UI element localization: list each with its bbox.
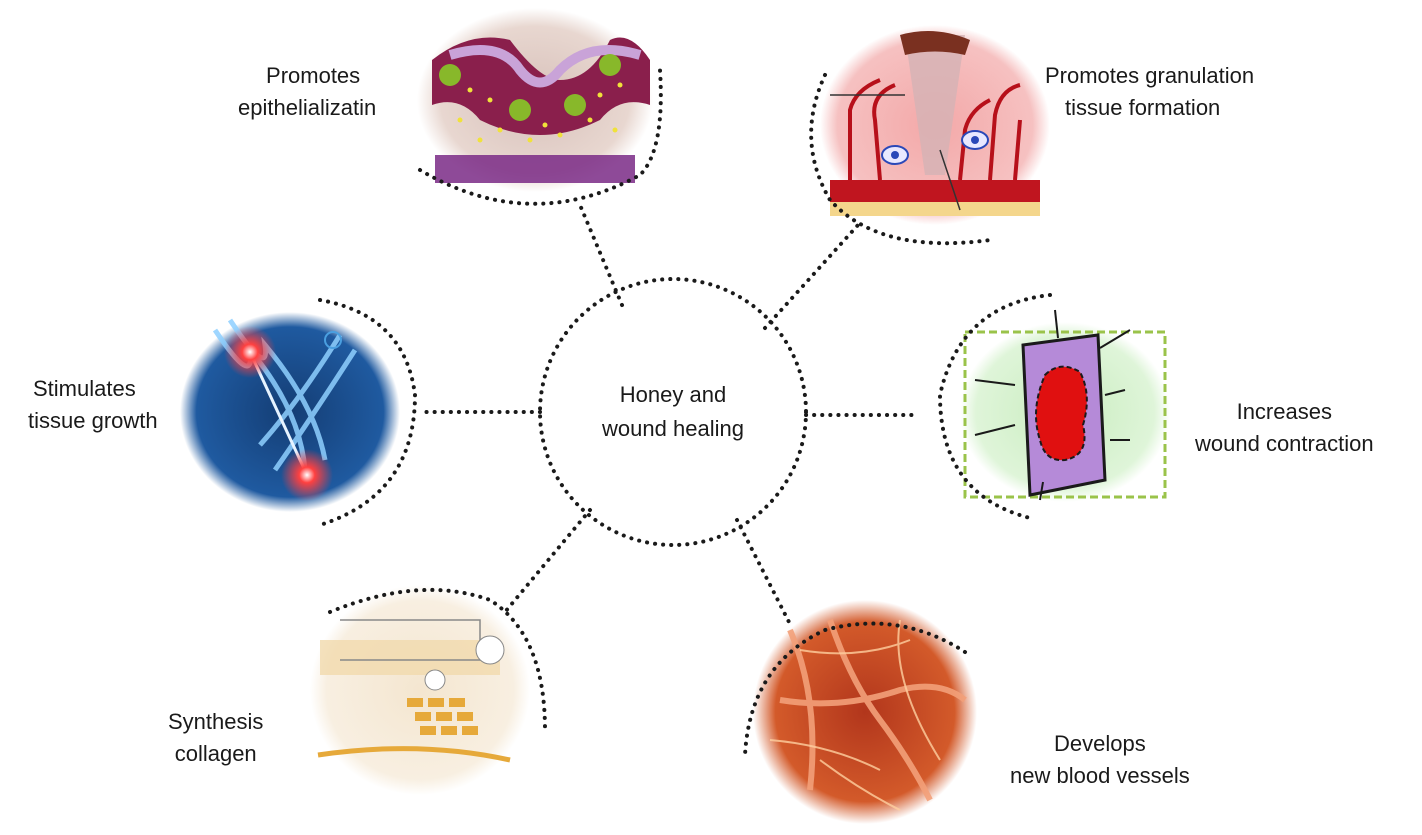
label-granulation-line2: tissue formation xyxy=(1065,92,1254,124)
center-label-line2: wound healing xyxy=(573,412,773,446)
label-collagen-line2: collagen xyxy=(168,738,263,770)
label-blood-vessels: Develops new blood vessels xyxy=(1010,728,1190,792)
label-tissue-growth-line1: Stimulates xyxy=(33,373,158,405)
collagen-image xyxy=(310,585,530,795)
granulation-image xyxy=(820,25,1050,225)
label-contraction: Increases wound contraction xyxy=(1195,396,1374,460)
label-epithelialization-line1: Promotes xyxy=(250,60,376,92)
label-tissue-growth: Stimulates tissue growth xyxy=(28,373,158,437)
label-epithelialization: Promotes epithelializatin xyxy=(250,60,376,124)
connector-epithelialization xyxy=(580,205,622,305)
connector-blood-vessels xyxy=(737,520,790,624)
contraction-image xyxy=(960,310,1170,502)
epithelialization-image xyxy=(417,8,653,192)
label-tissue-growth-line2: tissue growth xyxy=(28,405,158,437)
label-blood-vessels-line2: new blood vessels xyxy=(1010,760,1190,792)
label-collagen-line1: Synthesis xyxy=(168,706,263,738)
connector-collagen xyxy=(505,510,590,612)
connector-granulation xyxy=(765,225,858,328)
center-label: Honey and wound healing xyxy=(573,378,773,446)
label-contraction-line1: Increases xyxy=(1195,396,1374,428)
label-epithelialization-line2: epithelializatin xyxy=(238,92,376,124)
blood-vessels-image xyxy=(753,600,977,824)
label-blood-vessels-line1: Develops xyxy=(1010,728,1190,760)
center-label-line1: Honey and xyxy=(573,378,773,412)
tissue-growth-image xyxy=(180,312,400,512)
label-contraction-line2: wound contraction xyxy=(1195,428,1374,460)
label-granulation: Promotes granulation tissue formation xyxy=(1045,60,1254,124)
label-collagen: Synthesis collagen xyxy=(168,706,263,770)
label-granulation-line1: Promotes granulation xyxy=(1045,60,1254,92)
